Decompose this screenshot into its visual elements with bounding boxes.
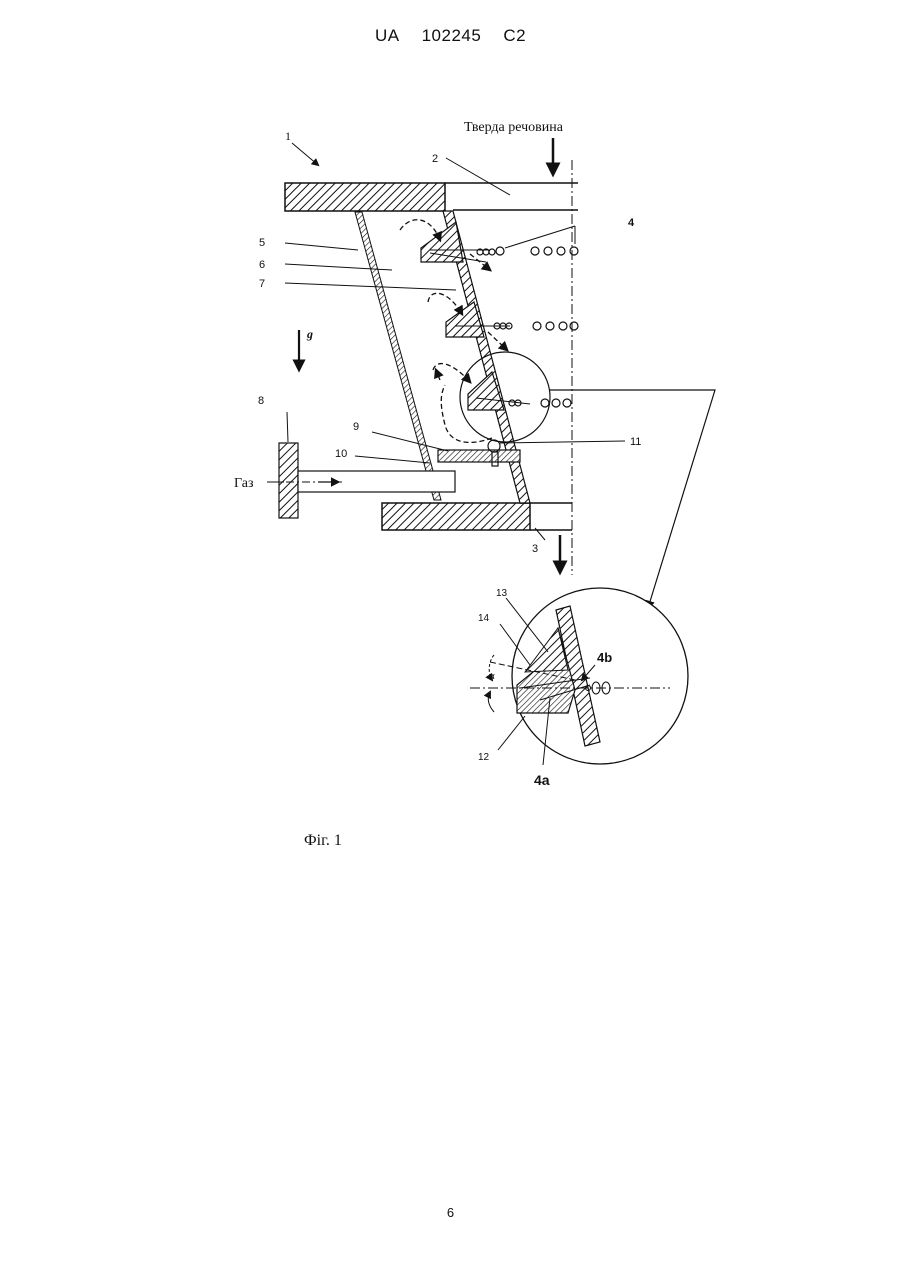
label-13: 13 (496, 588, 508, 599)
detail-view (470, 588, 688, 765)
label-4a: 4a (534, 772, 550, 788)
label-gas: Газ (234, 476, 254, 491)
label-6: 6 (259, 259, 265, 271)
particles-row-1 (477, 247, 578, 255)
label-4: 4 (628, 217, 635, 229)
figure-caption: Фіг. 1 (304, 832, 342, 850)
label-10: 10 (335, 448, 347, 460)
page-number: 6 (0, 1205, 901, 1220)
bottom-plate (382, 503, 530, 530)
label-2: 2 (432, 153, 438, 165)
detail-leader (550, 390, 715, 608)
label-12: 12 (478, 752, 490, 763)
label-14: 14 (478, 613, 490, 624)
label-7: 7 (259, 278, 265, 290)
label-1: 1 (285, 129, 291, 143)
label-solid-matter: Тверда речовина (464, 120, 564, 135)
label-3: 3 (532, 543, 538, 555)
label-alpha: α (489, 670, 495, 682)
label-4b: 4b (597, 650, 612, 665)
nozzle-1 (421, 222, 490, 262)
label-gravity: g (306, 327, 313, 341)
gas-flange (279, 443, 298, 518)
gas-plate (438, 450, 520, 462)
label-5: 5 (259, 237, 265, 249)
top-plate (285, 183, 445, 211)
label-8: 8 (258, 395, 264, 407)
label-9: 9 (353, 421, 359, 433)
label-11: 11 (630, 436, 641, 448)
